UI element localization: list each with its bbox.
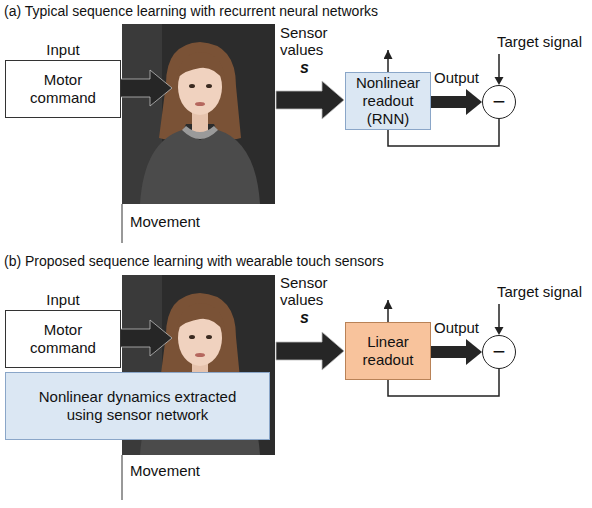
target-arrow: [498, 54, 500, 78]
subtract-circle: −: [482, 85, 516, 119]
output-arrow: [431, 96, 466, 108]
box-heading: Input: [5, 40, 121, 60]
readout-box: Linear readout: [345, 322, 431, 380]
input-box: InputMotor command: [5, 290, 121, 368]
signal-name: Target signal: [497, 283, 582, 300]
block-arrow: [120, 70, 172, 106]
block-arrow: [120, 320, 172, 356]
target-arrowhead: [495, 327, 504, 335]
panel-title: (b) Proposed sequence learning with wear…: [4, 253, 384, 269]
signal-symbol: s: [300, 309, 309, 327]
process-box: Motor command: [5, 310, 121, 368]
box-text: Nonlinear readout (RNN): [350, 74, 426, 128]
box-text: Motor command: [20, 321, 106, 357]
target-arrowhead: [495, 77, 504, 85]
box-text: Nonlinear dynamics extracted using senso…: [28, 388, 247, 424]
block-arrow: [276, 81, 344, 119]
process-box: Motor command: [5, 60, 121, 118]
box-text: Linear readout: [350, 333, 426, 369]
output-arrow: [431, 346, 466, 358]
block-arrow: [276, 332, 344, 370]
operator-symbol: −: [493, 91, 506, 113]
caption-label: Movement: [130, 213, 200, 230]
signal-name: Target signal: [497, 33, 582, 50]
box-heading: Input: [5, 290, 121, 310]
baseline-mark: [122, 204, 123, 243]
signal-name: Sensor values: [280, 24, 336, 59]
subtract-circle: −: [482, 335, 516, 369]
panel-title: (a) Typical sequence learning with recur…: [4, 3, 378, 19]
edge-label: Output: [434, 319, 479, 336]
box-text: Motor command: [20, 71, 106, 107]
robot-photo: [122, 24, 275, 204]
baseline-mark: [122, 455, 123, 500]
signal-name: Sensor values: [280, 274, 336, 309]
sensor-network-box: Nonlinear dynamics extracted using senso…: [5, 372, 270, 440]
caption-label: Movement: [130, 462, 200, 479]
readout-box: Nonlinear readout (RNN): [345, 72, 431, 130]
input-box: InputMotor command: [5, 40, 121, 118]
target-arrow: [498, 304, 500, 328]
edge-label: Output: [434, 69, 479, 86]
operator-symbol: −: [493, 341, 506, 363]
signal-symbol: s: [300, 59, 309, 77]
